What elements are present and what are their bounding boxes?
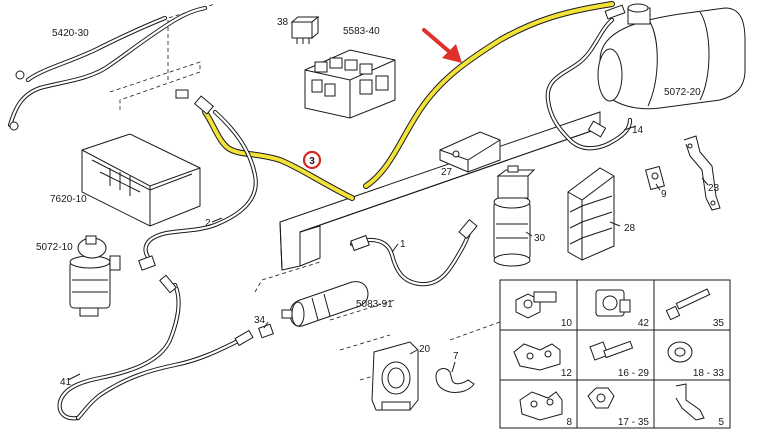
- fuel-line-part-1: [349, 218, 478, 287]
- legend-washer-18-33-icon: [667, 341, 693, 363]
- legend-block-42-icon: [595, 289, 631, 317]
- legend-label-12: 12: [561, 368, 573, 379]
- legend-bracket-5-icon: [675, 383, 705, 421]
- label-38: 38: [277, 17, 289, 28]
- leader-lines: [67, 125, 709, 381]
- label-7: 7: [453, 351, 459, 362]
- label-5583-40: 5583-40: [343, 26, 380, 37]
- legend-nut-17-35-icon: [587, 387, 615, 409]
- part-labels: 5420-30 38 5583-40 5072-20 14 27 9 23 76…: [36, 17, 720, 388]
- fuel-line-part-14: [545, 4, 633, 151]
- wiring-harness-5420-30: [7, 5, 208, 131]
- label-5072-20: 5072-20: [664, 87, 701, 98]
- label-5420-30: 5420-30: [52, 28, 89, 39]
- legend-clip-8-icon: [519, 391, 563, 421]
- legend-label-16-29: 16 - 29: [618, 368, 650, 379]
- fuel-filter-part-30: [493, 165, 536, 267]
- label-27: 27: [441, 167, 453, 178]
- legend-label-35: 35: [713, 318, 725, 329]
- bracket-part-27: [439, 131, 501, 173]
- label-41: 41: [60, 377, 72, 388]
- label-5072-10: 5072-10: [36, 242, 73, 253]
- label-5083-91: 5083-91: [356, 299, 393, 310]
- legend-bolt-16-29-icon: [589, 340, 634, 361]
- label-1: 1: [400, 239, 406, 250]
- fuel-pump-5083-91: [281, 281, 369, 327]
- clamp-part-7: [435, 368, 475, 393]
- bracket-part-23: [683, 135, 721, 211]
- label-23: 23: [708, 183, 720, 194]
- relay-part-38: [290, 15, 320, 44]
- label-7620-10: 7620-10: [50, 194, 87, 205]
- bracket-part-20: [371, 341, 419, 411]
- label-30: 30: [534, 233, 546, 244]
- label-2: 2: [205, 218, 211, 229]
- legend-clip-12-icon: [513, 343, 561, 371]
- legend-label-17-35: 17 - 35: [618, 417, 650, 428]
- label-20: 20: [419, 344, 431, 355]
- legend-label-10: 10: [561, 318, 573, 329]
- callout-part-3: 3: [302, 150, 322, 170]
- label-34: 34: [254, 315, 266, 326]
- hardware-legend-grid: 10 42 35 12 16 - 29 18 - 33 8 17 - 35 5: [499, 279, 731, 429]
- highlighted-fuel-line-part-3: [175, 1, 615, 201]
- legend-label-8: 8: [566, 417, 572, 428]
- callout-label-3: 3: [309, 156, 315, 167]
- label-9: 9: [661, 189, 667, 200]
- legend-label-42: 42: [638, 318, 650, 329]
- label-28: 28: [624, 223, 636, 234]
- label-14: 14: [632, 125, 644, 136]
- legend-label-5: 5: [718, 417, 724, 428]
- legend-clip-10-icon: [515, 291, 557, 319]
- fuel-line-part-41: [57, 274, 254, 421]
- clip-part-9: [645, 165, 665, 191]
- fuse-box-5583-40: [304, 49, 396, 119]
- fuel-line-part-2: [138, 109, 258, 271]
- chassis-frame-rail: [279, 111, 601, 271]
- connector-part-34: [258, 323, 274, 339]
- shield-panel-part-28: [567, 167, 615, 261]
- fuel-tank-5072-20: [597, 3, 746, 110]
- battery-tray-7620-10: [81, 133, 201, 227]
- red-pointer-arrow: [422, 28, 462, 63]
- legend-bolt-35-icon: [665, 288, 711, 321]
- legend-label-18-33: 18 - 33: [693, 368, 725, 379]
- fuel-filter-5072-10: [69, 235, 121, 317]
